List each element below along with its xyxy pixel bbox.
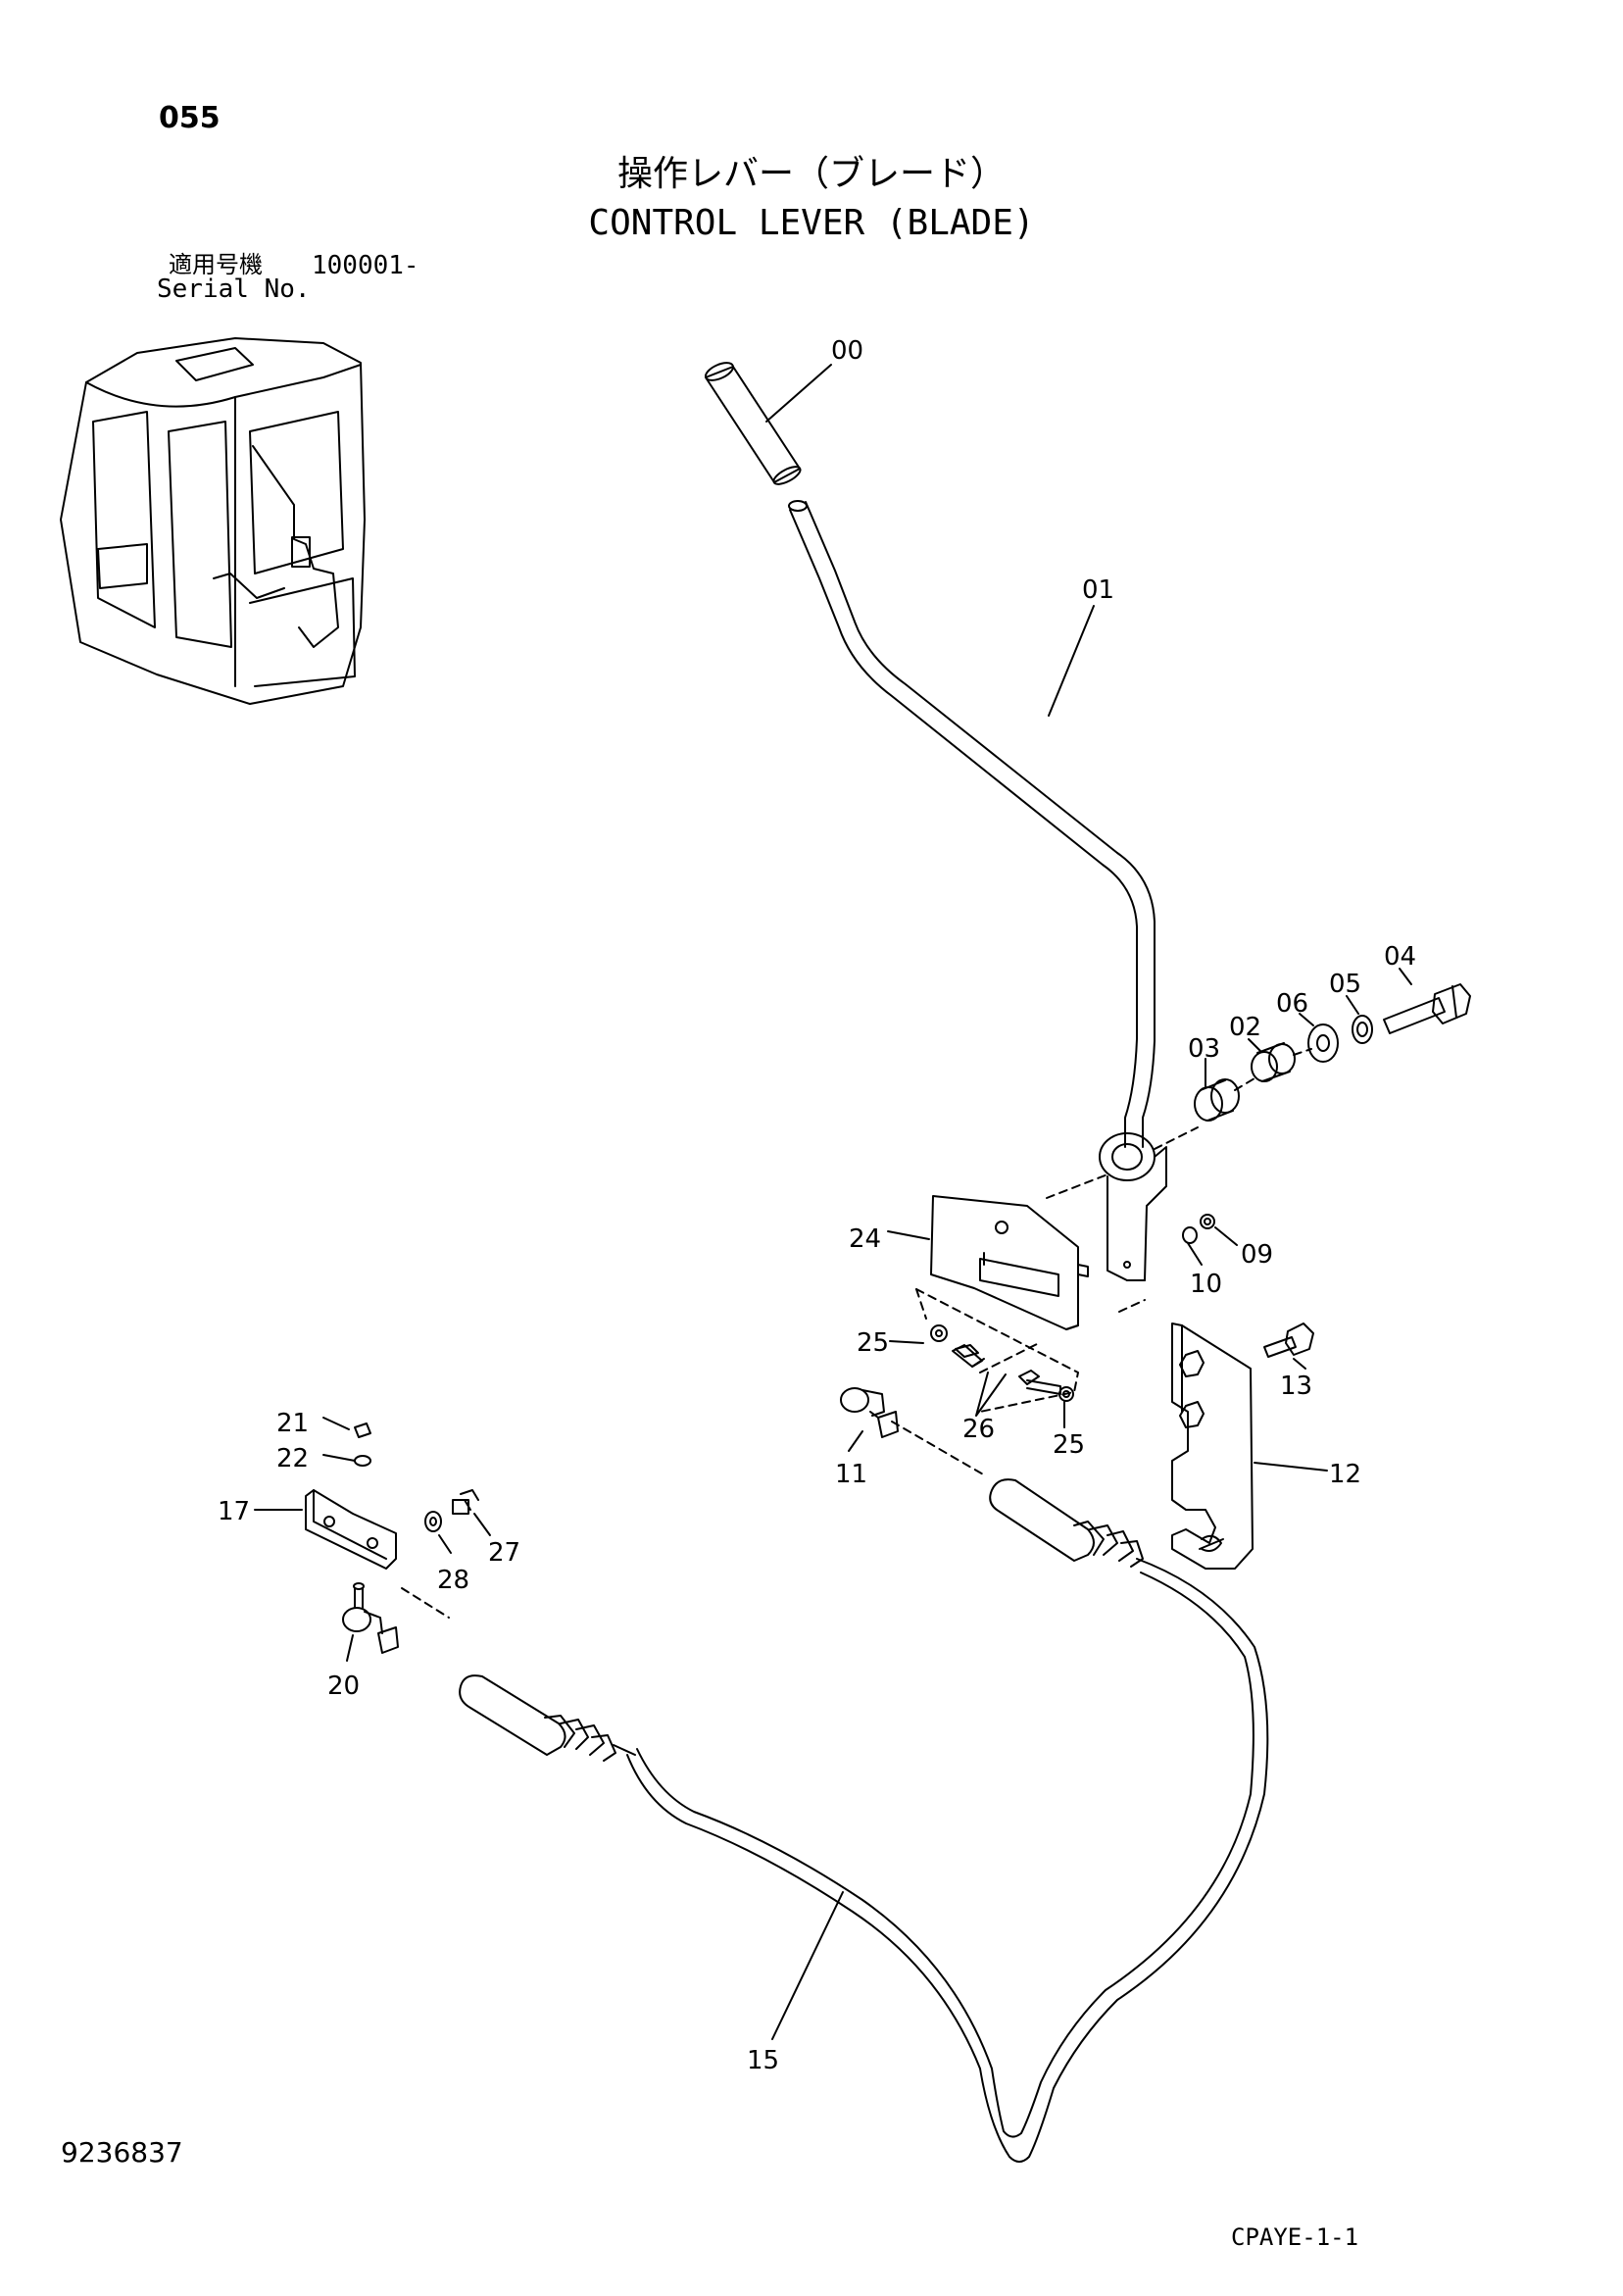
washer-10 xyxy=(1182,1226,1198,1244)
callout-05: 05 xyxy=(1329,970,1361,999)
callout-06: 06 xyxy=(1276,989,1308,1019)
lever-boss xyxy=(1099,1132,1167,1281)
rod-end-20 xyxy=(342,1582,399,1654)
callout-04: 04 xyxy=(1384,942,1416,972)
cable-end-lower xyxy=(459,1674,636,1762)
nut-25a xyxy=(930,1324,948,1342)
callout-26: 26 xyxy=(962,1415,995,1444)
nut-09 xyxy=(1200,1214,1215,1229)
washer-22 xyxy=(354,1455,371,1467)
callout-20: 20 xyxy=(327,1672,360,1701)
callout-01: 01 xyxy=(1082,575,1114,605)
rod-end-11 xyxy=(840,1387,899,1438)
callout-03: 03 xyxy=(1188,1034,1220,1064)
callout-25b: 25 xyxy=(1053,1430,1085,1460)
washer-28 xyxy=(424,1511,442,1532)
bolt-26a xyxy=(952,1344,985,1368)
assembly-lines xyxy=(401,1048,1312,1619)
page-number: 055 xyxy=(159,101,221,135)
callout-02: 02 xyxy=(1229,1013,1261,1042)
bushing-02 xyxy=(1251,1042,1296,1082)
callout-09: 09 xyxy=(1241,1240,1273,1270)
callout-10: 10 xyxy=(1190,1270,1222,1299)
spring-washer-05 xyxy=(1352,1015,1373,1044)
washer-06 xyxy=(1307,1023,1339,1063)
callout-11: 11 xyxy=(835,1460,867,1489)
serial-label-english: Serial No. xyxy=(157,275,311,304)
bolt-27 xyxy=(452,1489,479,1515)
callout-00: 00 xyxy=(831,336,863,366)
title-english: CONTROL LEVER (BLADE) xyxy=(588,203,1035,243)
callout-27: 27 xyxy=(488,1538,520,1568)
serial-label-japanese: 適用号機 xyxy=(169,251,263,278)
callout-28: 28 xyxy=(437,1566,469,1595)
nut-21 xyxy=(354,1423,371,1438)
bracket-12 xyxy=(1171,1323,1254,1570)
callout-24: 24 xyxy=(849,1224,881,1254)
drawing-number: 9236837 xyxy=(61,2136,183,2169)
callout-25a: 25 xyxy=(857,1328,889,1358)
callout-labels: 00 01 03 02 06 05 04 24 09 10 25 13 26 2… xyxy=(218,336,1416,2075)
lever-knob xyxy=(705,362,802,485)
leader-lines xyxy=(254,364,1412,2040)
callout-13: 13 xyxy=(1280,1372,1312,1401)
callout-21: 21 xyxy=(276,1409,309,1438)
callout-12: 12 xyxy=(1329,1460,1361,1489)
cab-overview-illustration xyxy=(60,337,366,705)
bolt-04 xyxy=(1383,983,1471,1034)
callout-15: 15 xyxy=(747,2046,779,2075)
bolt-13 xyxy=(1263,1323,1314,1358)
sheet-code: CPAYE-1-1 xyxy=(1231,2223,1359,2251)
callout-22: 22 xyxy=(276,1444,309,1473)
nut-25b xyxy=(1058,1386,1074,1402)
callout-17: 17 xyxy=(218,1497,250,1526)
bracket-17 xyxy=(305,1489,397,1570)
serial-range: 100001- xyxy=(312,251,419,280)
control-cable-15 xyxy=(626,1558,1269,2163)
bolt-26b xyxy=(1018,1370,1061,1395)
title-japanese: 操作レバー（ブレード） xyxy=(616,154,1006,194)
cable-end-upper xyxy=(989,1478,1144,1568)
control-lever-rod xyxy=(788,500,1156,1148)
bushing-03 xyxy=(1194,1078,1240,1122)
lever-guide-plate xyxy=(930,1195,1089,1330)
